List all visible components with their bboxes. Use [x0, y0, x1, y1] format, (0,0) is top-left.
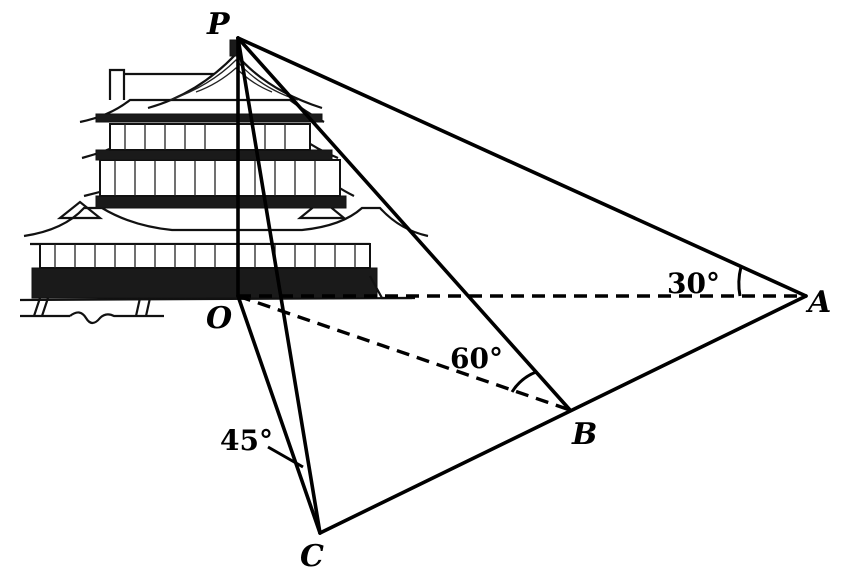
segment-PC — [236, 36, 322, 535]
angle-arc-A — [737, 266, 743, 297]
point-label-P: P — [206, 7, 231, 42]
angle-label-B: 60° — [450, 342, 503, 375]
angle-pointer-C — [267, 445, 304, 469]
pagoda-middle-tier — [81, 134, 355, 209]
pagoda-upper-tier — [79, 68, 325, 151]
geometry-lines — [236, 36, 808, 535]
point-label-O: O — [206, 301, 232, 336]
angle-arc-B — [510, 370, 537, 393]
pagoda-lower-hall — [23, 198, 429, 269]
point-label-A: A — [805, 285, 831, 320]
angle-label-A: 30° — [667, 267, 720, 300]
segment-PB — [236, 36, 572, 412]
point-label-B: B — [571, 417, 597, 452]
angle-marks — [267, 266, 743, 469]
segment-PA — [236, 36, 808, 298]
segment-AC — [318, 294, 808, 535]
angle-labels: 30° 60° 45° — [220, 267, 720, 457]
pagoda-illustration — [19, 39, 429, 325]
pagoda-base — [19, 267, 416, 325]
point-label-C: C — [300, 539, 324, 574]
angle-label-C: 45° — [220, 424, 273, 457]
segment-OB-dashed — [237, 294, 571, 412]
point-labels: P O A B C — [206, 7, 831, 574]
segment-OC — [236, 294, 322, 535]
